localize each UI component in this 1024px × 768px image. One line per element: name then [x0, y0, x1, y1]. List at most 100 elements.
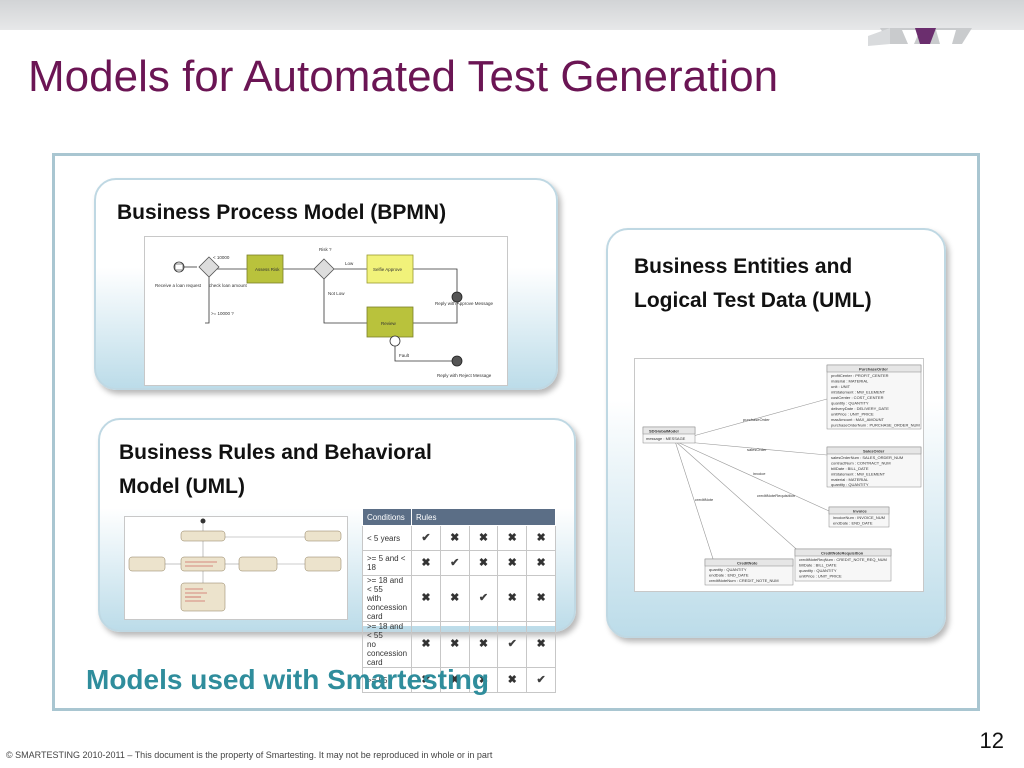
svg-text:Reply with Approve Message: Reply with Approve Message [435, 301, 494, 306]
svg-text:profitCenter : PROFIT_CENTER: profitCenter : PROFIT_CENTER [831, 373, 889, 378]
page-number: 12 [979, 728, 1004, 753]
svg-text:CreditNote: CreditNote [737, 561, 758, 566]
decision-table: Conditions Rules < 5 years✔✖✖✖✖>= 5 and … [361, 508, 556, 693]
entities-card-title-line1: Business Entities and [634, 255, 853, 278]
svg-text:salesOrderNum : SALES_ORDER_NU: salesOrderNum : SALES_ORDER_NUM [831, 455, 903, 460]
svg-text:PurchaseOrder: PurchaseOrder [859, 367, 888, 372]
svg-text:invoice: invoice [753, 471, 766, 476]
cross-mark-icon: ✖ [439, 525, 470, 551]
svg-text:purchaseOrderNum : PURCHASE_OR: purchaseOrderNum : PURCHASE_ORDER_NUM [831, 423, 920, 428]
svg-text:material : MATERIAL: material : MATERIAL [831, 477, 869, 482]
svg-text:>= 10000 ?: >= 10000 ? [211, 311, 234, 316]
svg-text:invoiceNum : INVOICE_NUM: invoiceNum : INVOICE_NUM [833, 515, 885, 520]
cross-mark-icon: ✖ [411, 667, 441, 693]
svg-text:maxAmount : MAX_AMOUNT: maxAmount : MAX_AMOUNT [831, 417, 884, 422]
svg-text:unitPrice : UNIT_PRICE: unitPrice : UNIT_PRICE [831, 412, 874, 417]
svg-text:unit : UNIT: unit : UNIT [831, 384, 851, 389]
condition-cell: < 5 years [361, 525, 413, 551]
condition-text: >= 5 and < 18 [367, 554, 406, 572]
svg-text:creditNoteRequisition: creditNoteRequisition [757, 493, 795, 498]
table-row: >= 55✖✖✖✖✔ [361, 667, 556, 693]
svg-text:quantity : QUANTITY: quantity : QUANTITY [831, 482, 869, 487]
cross-mark-icon: ✖ [497, 550, 528, 576]
svg-text:quantity : QUANTITY: quantity : QUANTITY [831, 401, 869, 406]
bpmn-diagram: Risk ? Low < 10000 Assess Risk Selfie Ap… [144, 236, 508, 386]
svg-text:billDate : BILL_DATE: billDate : BILL_DATE [831, 466, 869, 471]
condition-text: no concession card [367, 640, 408, 667]
cross-mark-icon: ✖ [526, 550, 556, 576]
cross-mark-icon: ✖ [526, 621, 556, 668]
state-machine-diagram [124, 516, 348, 620]
cross-mark-icon: ✖ [497, 667, 528, 693]
svg-text:billDate : BILL_DATE: billDate : BILL_DATE [799, 563, 837, 568]
svg-text:creditNoteNum : CREDIT_NOTE_NU: creditNoteNum : CREDIT_NOTE_NUM [709, 578, 779, 583]
check-mark-icon: ✔ [468, 575, 499, 622]
svg-text:Invoice: Invoice [853, 509, 868, 514]
svg-text:Review: Review [381, 321, 397, 326]
bpmn-card-title: Business Process Model (BPMN) [117, 201, 447, 224]
entities-card: Business Entities and Logical Test Data … [606, 228, 946, 638]
models-caption: Models used with Smartesting [86, 664, 489, 695]
condition-text: < 5 years [367, 533, 401, 543]
svg-text:deliveryDate : DELIVERY_DATE: deliveryDate : DELIVERY_DATE [831, 406, 889, 411]
cross-mark-icon: ✖ [526, 575, 556, 622]
cross-mark-icon: ✖ [411, 621, 441, 668]
check-mark-icon: ✔ [497, 621, 528, 668]
uml-class-diagram: PurchaseOrder profitCenter : PROFIT_CENT… [634, 358, 924, 592]
svg-text:Reply with Reject Message: Reply with Reject Message [437, 373, 492, 378]
svg-text:Low: Low [345, 261, 354, 266]
rules-card: Business Rules and Behavioral Model (UML… [98, 418, 576, 693]
cross-mark-icon: ✖ [526, 525, 556, 551]
svg-text:< 10000: < 10000 [213, 255, 230, 260]
svg-text:quantity : QUANTITY: quantity : QUANTITY [709, 567, 747, 572]
cross-mark-icon: ✖ [468, 525, 499, 551]
svg-text:SalesOrder: SalesOrder [863, 449, 885, 454]
svg-text:costCenter : COST_CENTER: costCenter : COST_CENTER [831, 395, 884, 400]
condition-cell: >= 55 [361, 667, 413, 693]
svg-text:SDGlobalModel: SDGlobalModel [649, 429, 679, 434]
check-mark-icon: ✔ [526, 667, 556, 693]
svg-text:unitPrice : UNIT_PRICE: unitPrice : UNIT_PRICE [799, 574, 842, 579]
condition-text: >= 18 and < 55 [367, 576, 404, 594]
rules-card-title-line2: Model (UML) [119, 475, 245, 498]
cross-mark-icon: ✖ [411, 550, 441, 576]
svg-text:Receive a loan request: Receive a loan request [155, 283, 202, 288]
copyright-footer: © SMARTESTING 2010-2011 – This document … [6, 750, 493, 760]
bpmn-card: Business Process Model (BPMN) [94, 178, 558, 390]
svg-text:contractNum : CONTRACT_NUM: contractNum : CONTRACT_NUM [831, 461, 891, 466]
condition-text: >= 55 [367, 675, 388, 685]
svg-text:purchaseOrder: purchaseOrder [743, 417, 770, 422]
svg-text:CreditNoteRequisition: CreditNoteRequisition [821, 551, 864, 556]
svg-text:Assess Risk: Assess Risk [255, 267, 280, 272]
svg-text:creditNoteReqNum : CREDIT_NOTE: creditNoteReqNum : CREDIT_NOTE_REQ_NUM [799, 557, 887, 562]
check-mark-icon: ✔ [411, 525, 441, 551]
cross-mark-icon: ✖ [439, 575, 470, 622]
svg-text:mlStatement : MW_ELEMENT: mlStatement : MW_ELEMENT [831, 390, 886, 395]
svg-text:Selfie Approve: Selfie Approve [373, 267, 403, 272]
table-row: < 5 years✔✖✖✖✖ [361, 525, 556, 551]
svg-text:Not Low: Not Low [328, 291, 345, 296]
check-mark-icon: ✔ [439, 550, 470, 576]
cross-mark-icon: ✖ [497, 575, 528, 622]
conditions-header: Conditions [361, 508, 413, 526]
svg-text:endDate : END_DATE: endDate : END_DATE [833, 521, 873, 526]
svg-text:mlStatement : MW_ELEMENT: mlStatement : MW_ELEMENT [831, 472, 886, 477]
cross-mark-icon: ✖ [497, 525, 528, 551]
svg-text:quantity : QUANTITY: quantity : QUANTITY [799, 568, 837, 573]
rules-header: Rules [411, 508, 556, 526]
cross-mark-icon: ✖ [439, 621, 470, 668]
condition-text: >= 18 and < 55 [367, 622, 404, 640]
top-banner [0, 0, 1024, 30]
svg-text:material : MATERIAL: material : MATERIAL [831, 379, 869, 384]
svg-text:check loan amount: check loan amount [209, 283, 248, 288]
entities-card-title-line2: Logical Test Data (UML) [634, 289, 872, 312]
condition-text: with concession card [367, 594, 408, 621]
svg-text:creditNote: creditNote [695, 497, 714, 502]
svg-text:endDate : END_DATE: endDate : END_DATE [709, 573, 749, 578]
condition-cell: >= 5 and < 18 [361, 550, 413, 576]
svg-text:Risk ?: Risk ? [319, 247, 332, 252]
cross-mark-icon: ✖ [468, 550, 499, 576]
